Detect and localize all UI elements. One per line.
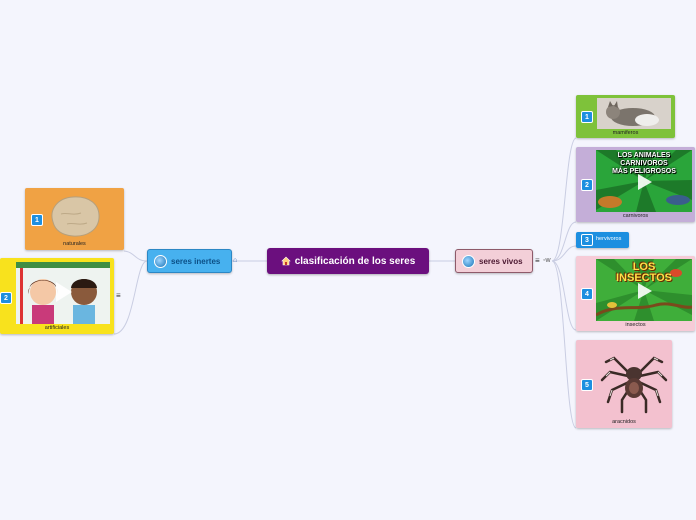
link-vivos-carnivoros <box>551 221 577 262</box>
card-mamiferos[interactable]: 1 mamiferos <box>576 95 675 138</box>
link-inertes-artificiales <box>113 260 148 335</box>
marker-2: 2 <box>581 179 593 191</box>
cat-image <box>597 98 671 129</box>
video-thumbnail <box>596 150 692 212</box>
label-mamiferos: mamiferos <box>612 130 639 136</box>
notes-icon[interactable]: ≡ <box>116 291 121 300</box>
label-naturales: naturales <box>63 241 86 247</box>
label-aracnidos: aracnidos <box>612 419 636 425</box>
video-thumbnail <box>596 259 692 321</box>
link-vivos-insectos <box>551 260 577 331</box>
marker-4: 4 <box>581 288 593 300</box>
label-artificiales: artificiales <box>44 325 70 331</box>
topic-seres-vivos[interactable]: seres vivos <box>455 249 533 273</box>
marker-1: 1 <box>581 111 593 123</box>
card-carnivoros[interactable]: LOS ANIMALES CARNIVOROS MÁS PELIGROSOS 2… <box>576 147 695 222</box>
marker-3: 3 <box>581 234 593 246</box>
spider-image <box>598 342 670 414</box>
topic-seres-vivos-label: seres vivos <box>479 256 523 266</box>
marker-5: 5 <box>581 379 593 391</box>
poster-title: LOS ANIMALES CARNIVOROS MÁS PELIGROSOS <box>612 152 676 175</box>
globe-icon <box>154 254 167 268</box>
topic-seres-inertes[interactable]: seres inertes <box>147 249 232 273</box>
label-carnivoros: carnivoros <box>622 213 649 219</box>
link-vivos-mamiferos <box>551 137 577 262</box>
link-icon[interactable]: ⌂ <box>233 257 238 264</box>
link-vivos-hervivoros <box>551 245 577 262</box>
card-naturales[interactable]: 1 naturales <box>25 188 124 250</box>
card-aracnidos[interactable]: 5 aracnidos <box>576 340 672 428</box>
link-vivos-aracnidos <box>551 260 577 429</box>
card-artificiales[interactable]: 2 artificiales <box>0 258 114 334</box>
marker-2: 2 <box>0 292 12 304</box>
label-hervivoros: hervivoros <box>596 236 622 242</box>
collapse-icon[interactable]: ◦w <box>543 257 551 264</box>
globe-icon <box>462 254 475 268</box>
central-topic-label: clasificación de los seres <box>294 255 416 267</box>
central-topic[interactable]: clasificación de los seres <box>267 248 429 274</box>
poster-title: LOS INSECTOS <box>615 261 673 284</box>
link-inertes-naturales <box>123 250 148 262</box>
card-hervivoros[interactable]: 3 hervivoros <box>576 232 629 248</box>
card-insectos[interactable]: LOS INSECTOS 4 insectos <box>576 256 695 331</box>
video-thumbnail <box>16 262 110 324</box>
notes-icon[interactable]: ≡ <box>535 256 540 265</box>
home-icon <box>280 256 291 266</box>
label-insectos: insectos <box>625 322 646 328</box>
marker-1: 1 <box>31 214 43 226</box>
topic-seres-inertes-label: seres inertes <box>171 256 221 266</box>
rock-image <box>47 192 102 240</box>
